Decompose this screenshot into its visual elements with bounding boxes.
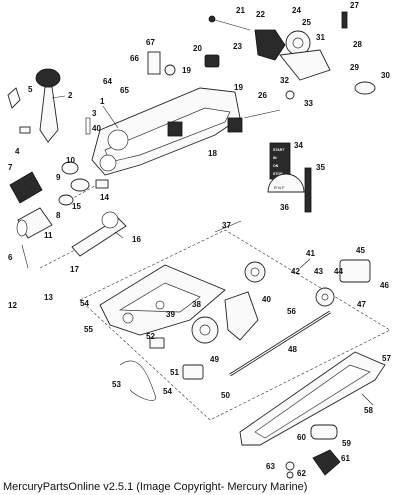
callout-5: 5: [28, 85, 33, 94]
callout-55: 55: [84, 325, 93, 334]
callout-4: 4: [15, 147, 20, 156]
callout-17: 17: [70, 265, 79, 274]
throttle-grip: [9, 171, 53, 239]
tiller-housing: [91, 87, 241, 176]
callout-23: 23: [233, 42, 242, 51]
decal-in: IN: [273, 156, 277, 160]
callout-59: 59: [342, 439, 351, 448]
callout-54b: 54: [163, 387, 172, 396]
callout-29: 29: [350, 63, 359, 72]
callout-1: 1: [100, 97, 105, 106]
callout-62: 62: [297, 469, 306, 478]
callout-2: 2: [68, 91, 73, 100]
shift-lever-parts: [7, 68, 91, 143]
callout-9: 9: [56, 173, 61, 182]
callout-25: 25: [302, 18, 311, 27]
callout-44: 44: [334, 267, 343, 276]
callout-31: 31: [316, 33, 325, 42]
callout-46: 46: [380, 281, 389, 290]
leader-lines: [21, 95, 374, 406]
callout-16: 16: [132, 235, 141, 244]
lower-assembly-outline: [79, 229, 391, 421]
callout-11: 11: [44, 231, 53, 240]
decal-shift-pattern: R N F: [274, 185, 285, 190]
callout-42: 42: [291, 267, 300, 276]
decal-parts: START IN ON STOP R N F: [267, 142, 312, 213]
callout-labels: 1 2 3 4 5 6 7 8 9 10 11 12 13 14 15 16 1…: [8, 1, 391, 478]
callout-35: 35: [316, 163, 325, 172]
callout-21: 21: [236, 6, 245, 15]
callout-57: 57: [382, 354, 391, 363]
callout-61: 61: [341, 454, 350, 463]
callout-56: 56: [287, 307, 296, 316]
shift-bracket: [99, 264, 226, 336]
callout-37: 37: [222, 221, 231, 230]
callout-40a: 40: [92, 124, 101, 133]
callout-65: 65: [120, 86, 129, 95]
callout-43: 43: [314, 267, 323, 276]
callout-3: 3: [92, 109, 97, 118]
top-middle-parts: [147, 51, 295, 133]
lower-cover: [239, 351, 386, 446]
friction-parts: [58, 161, 109, 206]
callout-7: 7: [8, 163, 13, 172]
callout-22: 22: [256, 10, 265, 19]
callout-54a: 54: [80, 299, 89, 308]
callout-27: 27: [350, 1, 359, 10]
copyright-footer: MercuryPartsOnline v2.5.1 (Image Copyrig…: [3, 481, 308, 493]
callout-6: 6: [8, 253, 13, 262]
callout-36: 36: [280, 203, 289, 212]
throttle-shaft: [39, 179, 127, 269]
callout-20: 20: [193, 44, 202, 53]
gear-assembly: [191, 259, 371, 344]
callout-24: 24: [292, 6, 301, 15]
decal-on: ON: [273, 164, 279, 168]
callout-51: 51: [170, 368, 179, 377]
callout-52: 52: [146, 332, 155, 341]
upper-right-parts: [208, 11, 376, 95]
callout-30: 30: [381, 71, 390, 80]
callout-63: 63: [266, 462, 275, 471]
callout-60: 60: [297, 433, 306, 442]
callout-8: 8: [56, 211, 61, 220]
callout-50: 50: [221, 391, 230, 400]
callout-13: 13: [44, 293, 53, 302]
callout-47: 47: [357, 300, 366, 309]
callout-67: 67: [146, 38, 155, 47]
decal-start: START: [273, 148, 285, 152]
callout-32: 32: [280, 76, 289, 85]
callout-14: 14: [100, 193, 109, 202]
callout-39: 39: [166, 310, 175, 319]
callout-45: 45: [356, 246, 365, 255]
shift-shaft: [229, 310, 331, 377]
callout-49: 49: [210, 355, 219, 364]
switch-and-cable: [119, 337, 204, 401]
callout-18: 18: [208, 149, 217, 158]
callout-28: 28: [353, 40, 362, 49]
callout-33: 33: [304, 99, 313, 108]
callout-19b: 19: [234, 83, 243, 92]
callout-53: 53: [112, 380, 121, 389]
callout-41: 41: [306, 249, 315, 258]
callout-19a: 19: [182, 66, 191, 75]
callout-34: 34: [294, 141, 303, 150]
callout-48: 48: [288, 345, 297, 354]
callout-38: 38: [192, 300, 201, 309]
callout-66: 66: [130, 54, 139, 63]
callout-64: 64: [103, 77, 112, 86]
callout-58: 58: [364, 406, 373, 415]
callout-15: 15: [72, 202, 81, 211]
callout-40b: 40: [262, 295, 271, 304]
callout-26: 26: [258, 91, 267, 100]
callout-10: 10: [66, 156, 75, 165]
bottom-right-parts: [285, 424, 341, 479]
callout-12: 12: [8, 301, 17, 310]
decal-stop: STOP: [273, 172, 283, 176]
